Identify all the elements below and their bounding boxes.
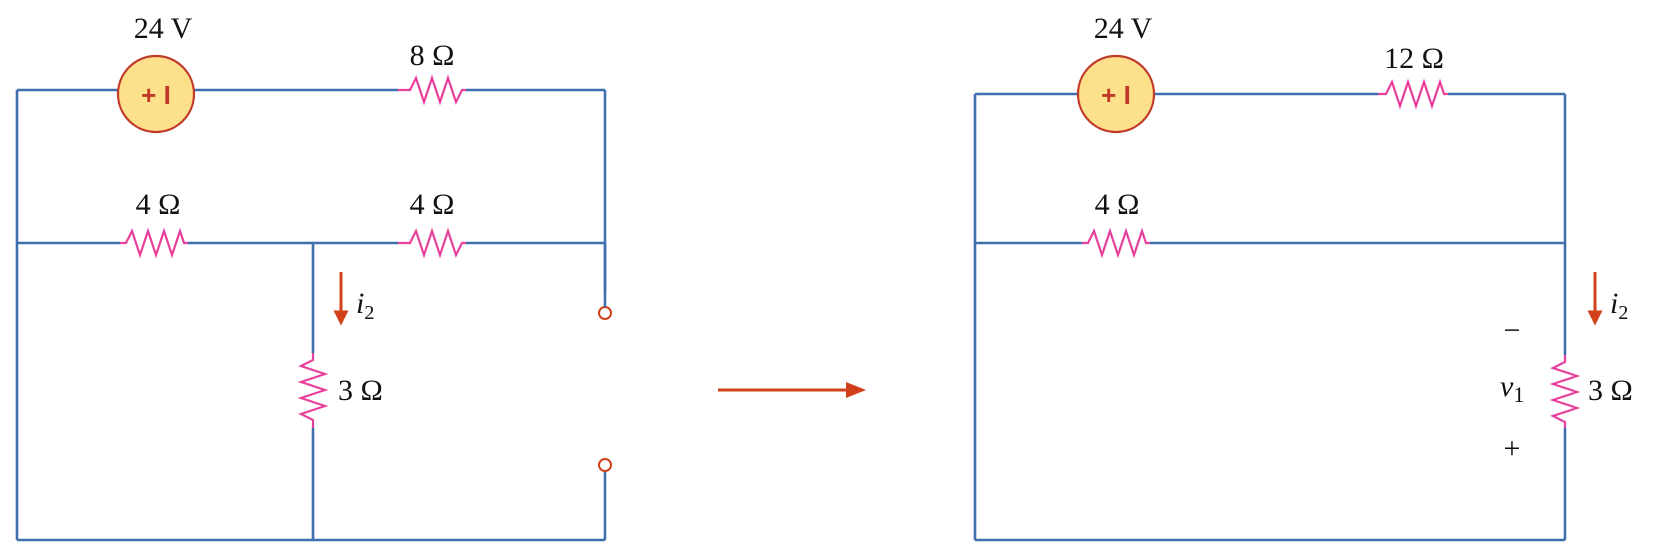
resistor-3-ohm-right (1549, 355, 1581, 428)
open-terminal-bottom (598, 458, 612, 472)
voltage-label: v1 (1500, 370, 1524, 407)
voltage-source-left: + I (116, 54, 196, 134)
right-wires (973, 92, 1567, 542)
resistor-3-ohm-label: 3 Ω (338, 374, 383, 407)
resistor-4-ohm (1082, 227, 1150, 259)
resistor-8-ohm (398, 74, 466, 106)
source-polarity-label: + I (141, 80, 171, 110)
current-label-right: i2 (1610, 287, 1628, 324)
resistor-4-ohm-right-label: 4 Ω (410, 188, 455, 221)
resistor-4-ohm-left-label: 4 Ω (136, 188, 181, 221)
resistor-12-ohm-label: 12 Ω (1384, 42, 1444, 75)
resistor-4-ohm-label: 4 Ω (1095, 188, 1140, 221)
resistor-3-ohm-right-label: 3 Ω (1588, 374, 1633, 407)
resistor-8-ohm-label: 8 Ω (410, 39, 455, 72)
open-terminal-top (598, 306, 612, 320)
resistor-3-ohm (297, 353, 329, 428)
plus-sign: + (1504, 432, 1521, 465)
minus-sign: − (1504, 314, 1521, 347)
right-circuit: + I 24 V 12 Ω 4 Ω 3 Ω i2 − v1 + (973, 12, 1633, 542)
left-wires (15, 88, 607, 542)
current-label: i2 (356, 287, 374, 324)
left-circuit: + I 24 V 8 Ω 4 Ω 4 Ω 3 Ω i2 (15, 12, 612, 542)
resistor-12-ohm (1378, 78, 1448, 110)
voltage-source-right: + I (1076, 54, 1156, 134)
resistor-4-ohm-right (398, 227, 466, 259)
transform-arrow-icon (718, 382, 866, 398)
source-voltage-label-right: 24 V (1094, 12, 1153, 45)
source-polarity-label-right: + I (1101, 80, 1131, 110)
resistor-4-ohm-left (120, 227, 188, 259)
source-voltage-label: 24 V (134, 12, 193, 45)
